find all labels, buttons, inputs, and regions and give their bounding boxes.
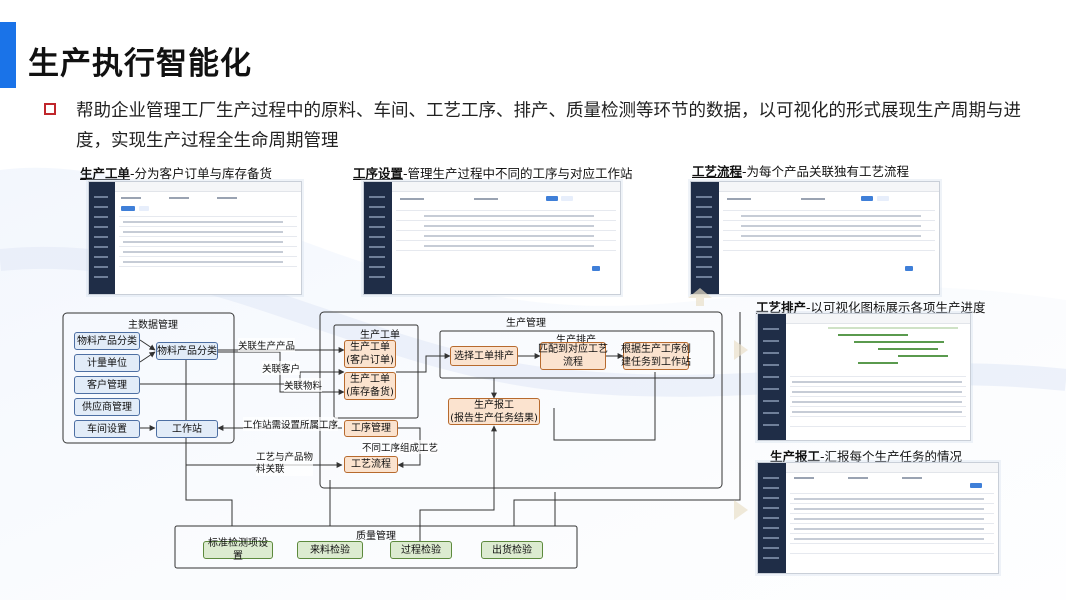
caption-work-order: 生产工单-分为客户订单与库存备货 <box>80 166 273 181</box>
standard-inspection-setting: 标准检测项设置 <box>203 538 273 562</box>
process-setting-screenshot <box>363 181 621 295</box>
master-data-label: 主数据管理 <box>128 320 178 331</box>
label-link-material: 关联物料 <box>284 378 323 392</box>
production-label: 生产管理 <box>506 318 546 329</box>
supplier-management: 供应商管理 <box>74 398 140 416</box>
bullet-icon <box>44 103 56 115</box>
master-data-group <box>62 312 235 444</box>
match-craft-flow: 匹配到对应工艺 流程 <box>538 342 608 370</box>
work-report-screenshot <box>757 462 999 574</box>
caption-craft-flow: 工艺流程-为每个产品关联独有工艺流程 <box>692 164 910 179</box>
caption-work-report: 生产报工-汇报每个生产任务的情况 <box>770 449 963 464</box>
unit-of-measure: 计量单位 <box>74 354 140 372</box>
material-category-source: 物料产品分类 <box>74 332 140 350</box>
outgoing-inspection: 出货检验 <box>481 541 543 559</box>
page-description: 帮助企业管理工厂生产过程中的原料、车间、工艺工序、排产、质量检测等环节的数据，以… <box>76 101 1021 151</box>
label-diff-process: 不同工序组成工艺 <box>362 440 439 454</box>
page-title: 生产执行智能化 <box>28 46 252 82</box>
label-link-product: 关联生产产品 <box>238 338 296 352</box>
production-report: 生产报工 (报告生产任务结果) <box>448 398 540 425</box>
label-process-craft: 工艺与产品物 料关联 <box>256 452 314 476</box>
label-link-customer: 关联客户 <box>262 361 301 375</box>
scheduling-label: 生产排产 <box>556 335 596 346</box>
incoming-inspection: 来料检验 <box>297 541 363 559</box>
quality-group <box>174 525 578 569</box>
production-group <box>319 311 723 489</box>
work-order-customer: 生产工单 (客户订单) <box>344 340 396 368</box>
process-inspection: 过程检验 <box>390 541 452 559</box>
work-order-group-label: 生产工单 <box>360 330 400 341</box>
quality-label: 质量管理 <box>356 531 396 542</box>
craft-flow: 工艺流程 <box>344 456 398 473</box>
label-station-process: 工作站需设置所属工序 <box>243 417 339 431</box>
scheduling-screenshot <box>757 313 971 441</box>
customer-management: 客户管理 <box>74 376 140 394</box>
workshop-setting: 车间设置 <box>74 420 140 438</box>
work-order-screenshot <box>88 181 302 295</box>
workstation: 工作站 <box>156 420 218 438</box>
craft-flow-screenshot <box>690 181 940 295</box>
scheduling-group <box>439 330 715 379</box>
work-order-stock: 生产工单 (库存备货) <box>344 372 396 400</box>
caption-scheduling: 工艺排产-以可视化图标展示各项生产进度 <box>756 300 986 315</box>
create-tasks-to-workstation: 根据生产工序创 建任务到工作站 <box>621 342 691 370</box>
caption-process-setting: 工序设置-管理生产过程中不同的工序与对应工作站 <box>353 166 633 181</box>
process-management: 工序管理 <box>344 420 398 437</box>
material-product-category: 物料产品分类 <box>156 342 218 360</box>
title-accent-bar <box>0 22 16 88</box>
select-work-order: 选择工单排产 <box>450 346 518 366</box>
